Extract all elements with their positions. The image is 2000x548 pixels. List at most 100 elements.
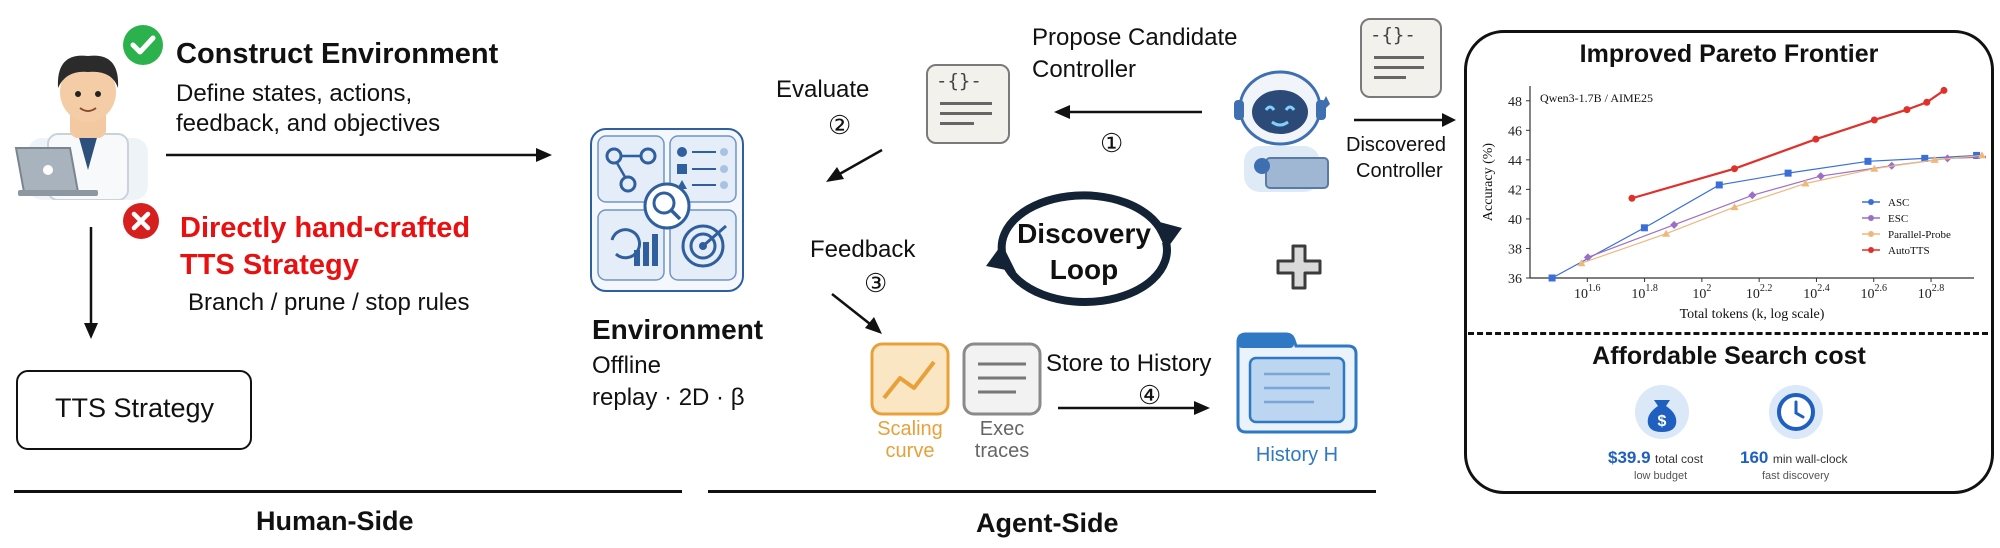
- propose-line-2: Controller: [1032, 56, 1137, 83]
- environment-line-2: replay · 2D · β: [592, 384, 745, 411]
- cost-sub: low budget: [1634, 470, 1688, 482]
- time-sub: fast discovery: [1762, 470, 1830, 482]
- cost-value: $39.9: [1608, 448, 1651, 467]
- evaluate-step-number: ②: [828, 110, 852, 140]
- propose-step-number: ①: [1100, 128, 1124, 158]
- construct-desc-1: Define states, actions,: [176, 80, 413, 107]
- point-Parallel-Probe: [1730, 203, 1739, 211]
- point-ASC: [1784, 169, 1792, 177]
- point-AutoTTS: [1940, 86, 1948, 94]
- y-axis-label: Accuracy (%): [1481, 143, 1496, 221]
- human-side-divider: [14, 490, 682, 493]
- arrow-down-to-strategy: [84, 227, 98, 339]
- point-Parallel-Probe: [1577, 259, 1586, 267]
- panel-divider: [1468, 332, 1988, 335]
- y-tick-label: 42: [1508, 183, 1522, 198]
- series-line-ASC: [1551, 154, 1977, 279]
- legend-label-ESC: ESC: [1888, 213, 1908, 225]
- evaluate-arrow: [826, 148, 883, 182]
- y-tick-label: 48: [1508, 95, 1522, 110]
- svg-text:$: $: [1658, 413, 1667, 430]
- discovery-loop-icon: [986, 191, 1182, 307]
- y-tick-label: 46: [1508, 124, 1522, 139]
- history-folder-icon: [1236, 332, 1358, 434]
- agent-side-label: Agent-Side: [976, 508, 1119, 538]
- series-line-AutoTTS: [1631, 89, 1945, 200]
- scaling-curve-icon: [870, 342, 950, 416]
- point-ASC: [1640, 224, 1648, 232]
- environment-icon: [597, 135, 737, 281]
- cross-icon: [123, 203, 159, 239]
- check-icon: [123, 25, 163, 65]
- feedback-arrow: [831, 293, 882, 334]
- x-tick-label: 101.8: [1631, 283, 1658, 302]
- discovered-line-2: Controller: [1356, 160, 1443, 182]
- y-tick-label: 38: [1508, 242, 1522, 257]
- candidate-code-glyph: -{}-: [936, 70, 982, 92]
- exec-traces-icon: [962, 342, 1042, 416]
- search-title: Affordable Search cost: [1592, 342, 1866, 370]
- feedback-step-number: ③: [864, 268, 888, 298]
- cost-stat: $39.9 total cost: [1608, 448, 1703, 468]
- point-ESC: [1670, 220, 1679, 229]
- history-label: History H: [1255, 444, 1339, 466]
- legend-label-AutoTTS: AutoTTS: [1888, 245, 1930, 257]
- point-AutoTTS: [1628, 194, 1636, 202]
- x-tick-label: 102.6: [1860, 283, 1887, 302]
- rules-text: Branch / prune / stop rules: [188, 289, 470, 316]
- environment-title: Environment: [592, 314, 764, 345]
- legend-marker-Parallel-Probe: [1868, 231, 1874, 237]
- point-Parallel-Probe: [1870, 164, 1879, 172]
- construct-desc-2: feedback, and objectives: [176, 110, 441, 137]
- point-AutoTTS: [1923, 98, 1931, 106]
- code-line: [940, 122, 974, 125]
- loop-line-2: Loop: [1049, 254, 1119, 285]
- money-bag-icon: $: [1635, 385, 1689, 439]
- point-AutoTTS: [1903, 106, 1911, 114]
- time-stat: 160 min wall-clock: [1740, 448, 1848, 468]
- point-Parallel-Probe: [1977, 151, 1986, 159]
- legend-marker-AutoTTS: [1868, 247, 1874, 253]
- exec-line-1: Exec: [979, 418, 1025, 440]
- point-Parallel-Probe: [1930, 155, 1939, 163]
- loop-line-1: Discovery: [1017, 218, 1151, 249]
- agent-side-divider: [708, 490, 1376, 493]
- tts-strategy-box: [16, 370, 252, 450]
- point-ASC: [1921, 154, 1929, 162]
- time-label: min wall-clock: [1772, 452, 1848, 466]
- point-AutoTTS: [1731, 165, 1739, 173]
- code-line: [940, 112, 992, 115]
- point-ASC: [1548, 274, 1556, 282]
- x-axis-label: Total tokens (k, log scale): [1680, 307, 1825, 322]
- y-tick-label: 40: [1508, 213, 1522, 228]
- legend-marker-ASC: [1868, 199, 1874, 205]
- code-line: [940, 102, 992, 105]
- point-ESC: [1816, 172, 1825, 181]
- code-line: [1374, 56, 1424, 59]
- plus-icon: [1276, 244, 1322, 290]
- time-value: 160: [1740, 448, 1769, 467]
- exec-line-2: traces: [974, 440, 1030, 462]
- x-tick-label: 102.2: [1746, 283, 1773, 302]
- evaluate-label: Evaluate: [776, 76, 870, 103]
- human-side-label: Human-Side: [256, 506, 414, 536]
- tts-strategy-label: TTS Strategy: [54, 393, 215, 423]
- point-ASC: [1715, 181, 1723, 189]
- store-label: Store to History: [1046, 350, 1212, 377]
- legend-label-Parallel-Probe: Parallel-Probe: [1888, 229, 1951, 241]
- chart-subtitle: Qwen3-1.7B / AIME25: [1540, 91, 1653, 105]
- propose-line-1: Propose Candidate: [1032, 24, 1238, 51]
- x-tick-label: 102: [1692, 283, 1711, 302]
- discovered-line-1: Discovered: [1346, 134, 1447, 156]
- point-Parallel-Probe: [1801, 179, 1810, 187]
- code-line: [1374, 76, 1406, 79]
- legend-label-ASC: ASC: [1888, 197, 1909, 209]
- robot-agent-icon: [1234, 70, 1330, 192]
- legend-marker-ESC: [1868, 215, 1874, 221]
- cost-label: total cost: [1655, 452, 1704, 466]
- store-arrow: [1058, 401, 1210, 415]
- construct-title: Construct Environment: [176, 38, 499, 70]
- x-tick-label: 101.6: [1574, 283, 1601, 302]
- feedback-label: Feedback: [810, 236, 916, 263]
